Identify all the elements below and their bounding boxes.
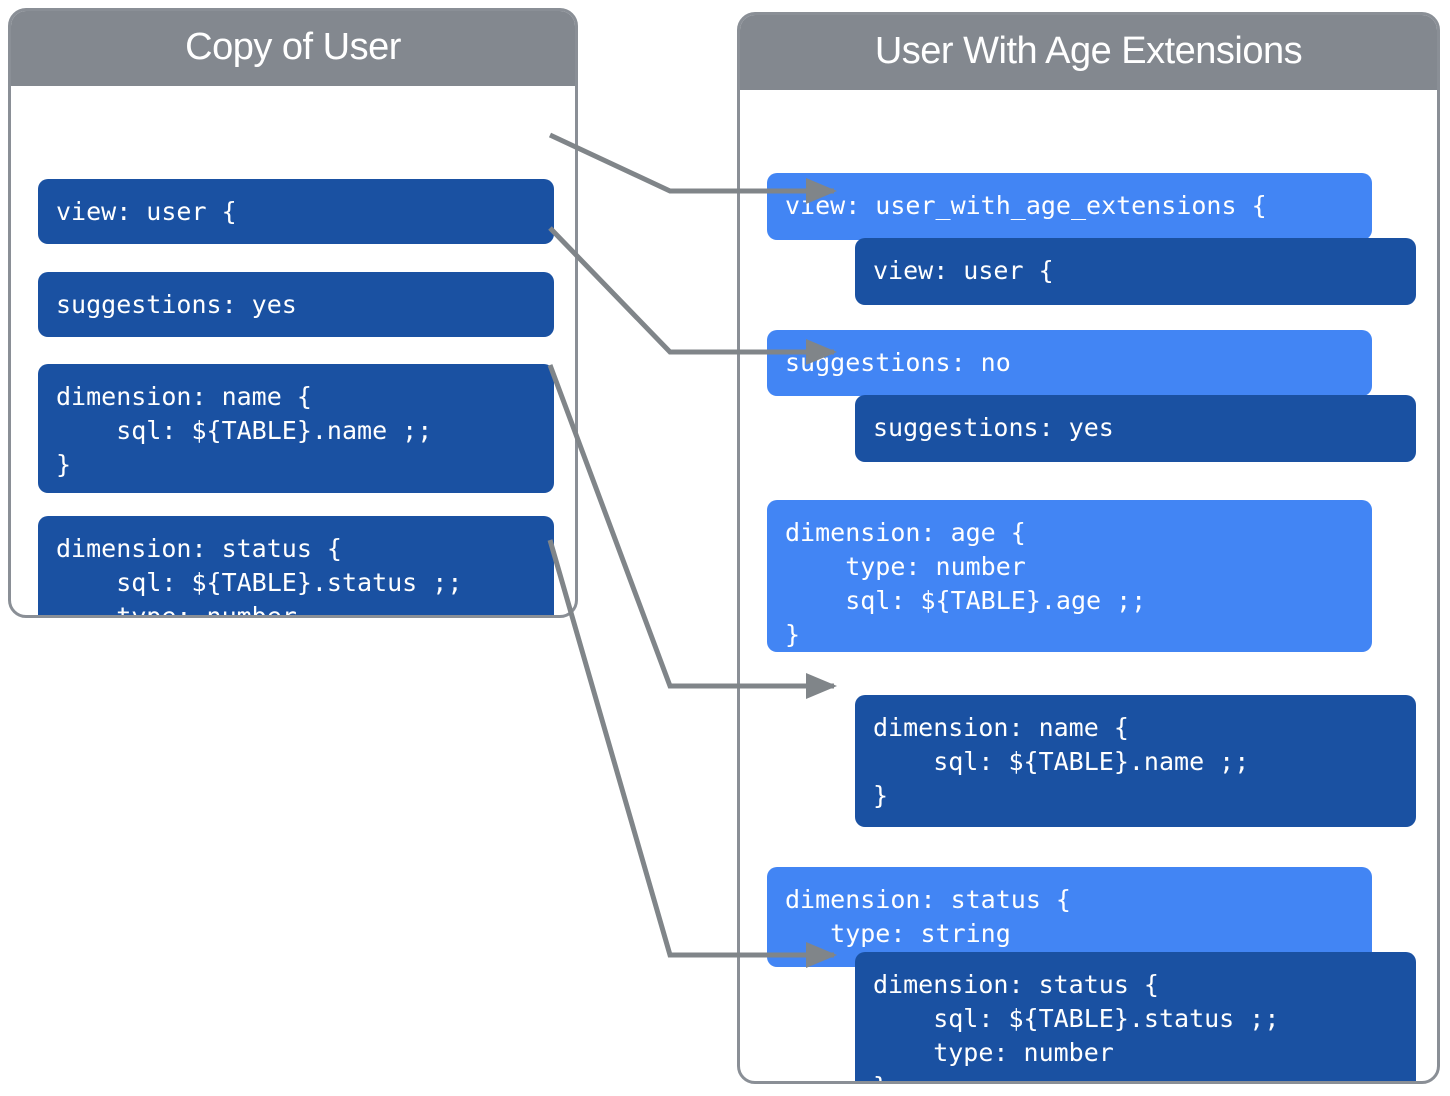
left-dimension-name-block[interactable]: dimension: name { sql: ${TABLE}.name ;; … [38,364,554,493]
right-suggestions-override-block[interactable]: suggestions: no [767,330,1372,396]
right-inherited-suggestions-block[interactable]: suggestions: yes [855,395,1416,462]
left-suggestions-block[interactable]: suggestions: yes [38,272,554,337]
right-inherited-dimension-name-block[interactable]: dimension: name { sql: ${TABLE}.name ;; … [855,695,1416,827]
left-view-block[interactable]: view: user { [38,179,554,244]
right-dimension-age-block[interactable]: dimension: age { type: number sql: ${TAB… [767,500,1372,652]
left-dimension-status-block[interactable]: dimension: status { sql: ${TABLE}.status… [38,516,554,615]
right-inherited-view-block[interactable]: view: user { [855,238,1416,305]
right-inherited-dimension-status-block[interactable]: dimension: status { sql: ${TABLE}.status… [855,952,1416,1081]
right-view-extension-block[interactable]: view: user_with_age_extensions { [767,173,1372,240]
right-dimension-status-override-block[interactable]: dimension: status { type: string [767,867,1372,967]
panel-title-user-with-age-extensions: User With Age Extensions [740,15,1437,90]
user-with-age-extensions-panel: User With Age Extensions view: user_with… [737,12,1440,1084]
copy-of-user-panel: Copy of User view: user { suggestions: y… [8,8,578,618]
panel-title-copy-of-user: Copy of User [11,11,575,86]
